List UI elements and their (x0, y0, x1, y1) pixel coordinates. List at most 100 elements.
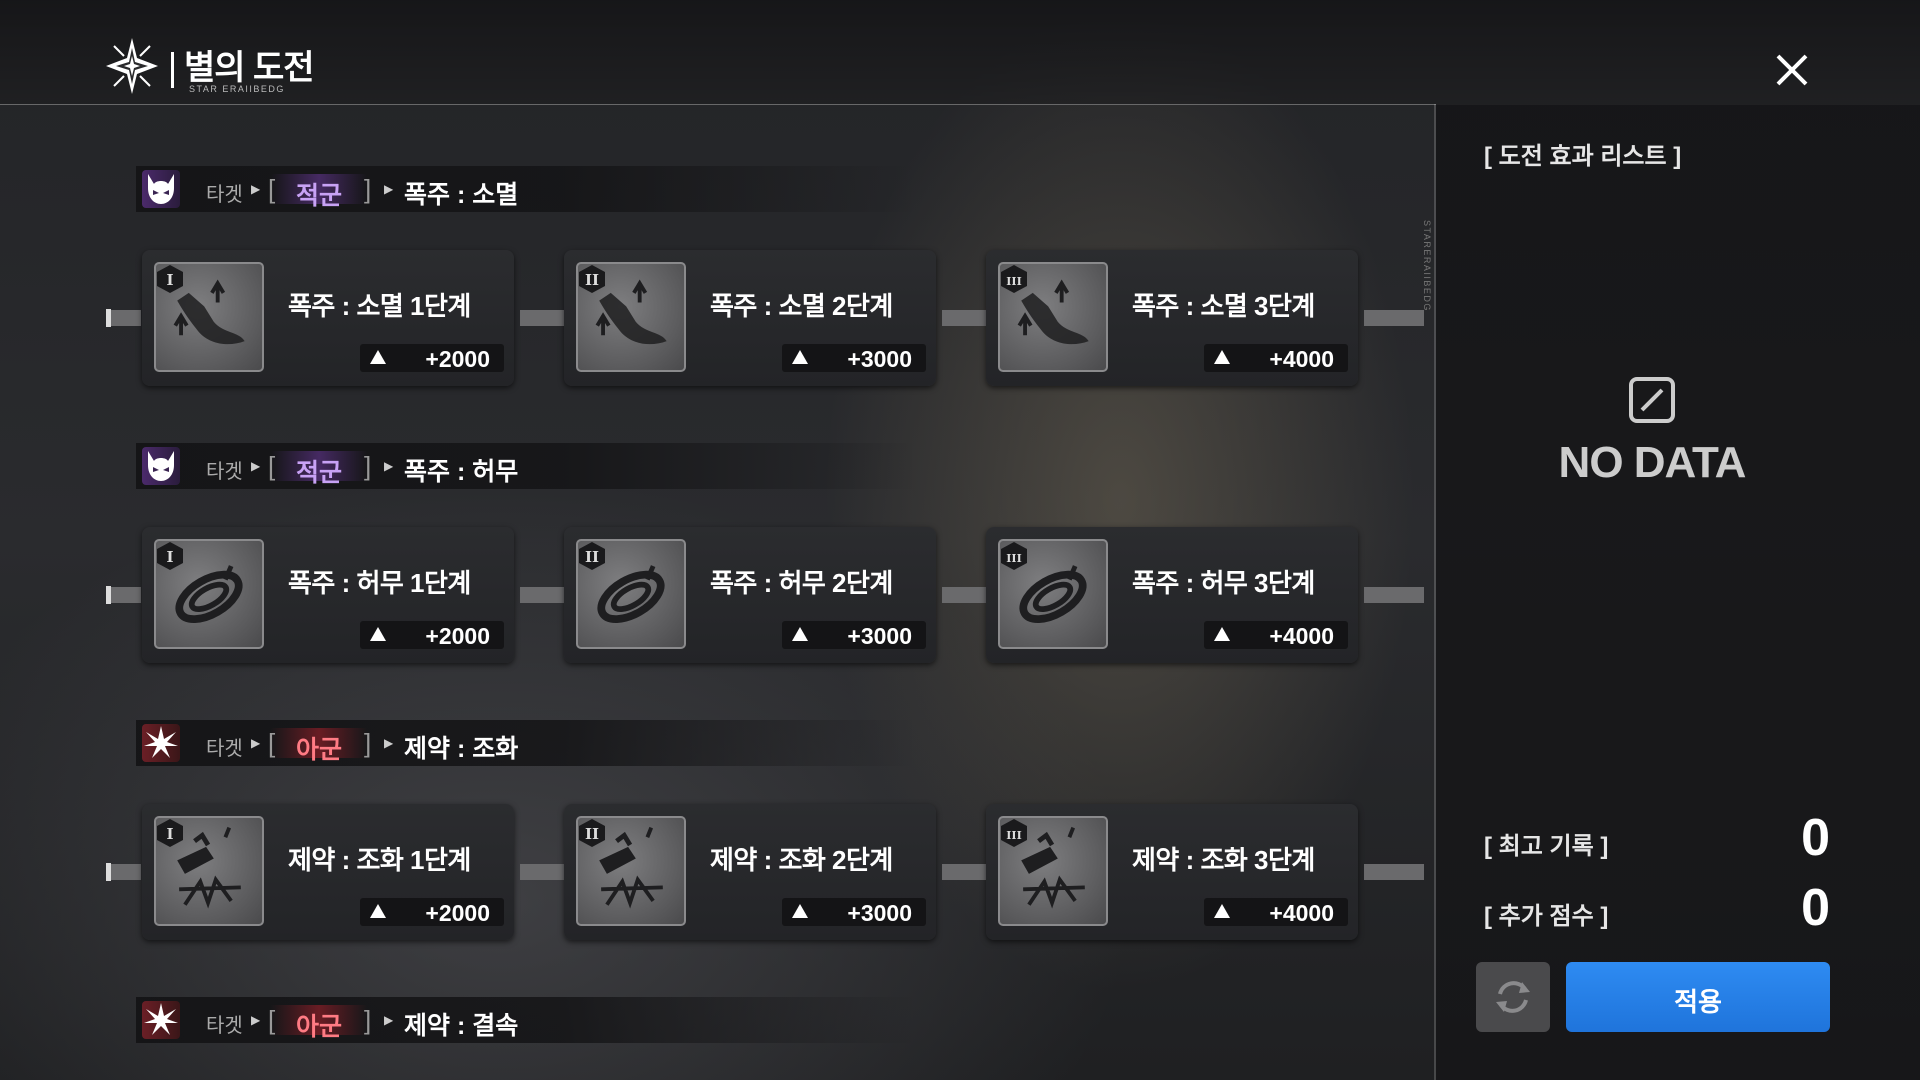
connector-cap (106, 586, 111, 604)
tier-badge-icon: I (157, 265, 183, 293)
empty-slash-icon (1629, 377, 1675, 423)
bracket-close: ] (364, 174, 372, 204)
score-value: +2000 (425, 900, 490, 926)
svg-text:II: II (585, 825, 599, 843)
score-value: +4000 (1269, 623, 1334, 649)
section-name: 제약 : 조화 (404, 735, 519, 763)
arrow-icon: ▶ (384, 182, 394, 196)
tier-connector-line (106, 309, 1424, 327)
effect-icon: II (576, 262, 686, 372)
score-badge: +3000 (782, 344, 926, 372)
score-value: +2000 (425, 346, 490, 372)
target-highlight (271, 1005, 367, 1035)
target-highlight (271, 451, 367, 481)
effect-list-title: [ 도전 효과 리스트 ] (1484, 143, 1682, 170)
effect-icon: II (576, 816, 686, 926)
star-emblem-icon (106, 38, 158, 94)
arrow-icon: ▶ (251, 459, 261, 473)
panel-divider (1434, 104, 1436, 1080)
svg-text:III: III (1006, 829, 1021, 842)
card-title: 폭주 : 허무 2단계 (710, 568, 893, 598)
demon-head-icon (148, 174, 174, 204)
section-header: 타겟▶[아군]▶제약 : 결속 (136, 997, 916, 1043)
score-badge: +4000 (1204, 621, 1348, 649)
apply-button-label: 적용 (1674, 987, 1722, 1017)
triangle-up-icon (792, 627, 808, 641)
score-badge: +2000 (360, 344, 504, 372)
arrow-icon: ▶ (251, 182, 261, 196)
section-header: 타겟▶[아군]▶제약 : 조화 (136, 720, 916, 766)
target-value: 적군 (296, 459, 343, 487)
triangle-up-icon (1214, 350, 1230, 364)
bonus-score-label: [ 추가 점수 ] (1484, 903, 1609, 930)
effect-icon: I (154, 262, 264, 372)
effect-list-panel (1436, 104, 1920, 1080)
section-header: 타겟▶[적군]▶폭주 : 허무 (136, 443, 916, 489)
tier-badge-icon: II (579, 542, 605, 570)
target-label: 타겟 (206, 1015, 243, 1037)
target-value: 아군 (296, 736, 343, 764)
bracket-open: [ (268, 1005, 276, 1035)
score-badge: +4000 (1204, 344, 1348, 372)
bracket-open: [ (268, 451, 276, 481)
tier-badge-icon: I (157, 542, 183, 570)
arrow-icon: ▶ (251, 1013, 261, 1027)
close-icon[interactable] (1772, 50, 1812, 90)
bracket-open: [ (268, 728, 276, 758)
score-value: +4000 (1269, 346, 1334, 372)
challenge-card[interactable]: I 폭주 : 허무 1단계 +2000 (142, 527, 514, 663)
effect-icon: III (998, 816, 1108, 926)
tier-badge-icon: II (579, 265, 605, 293)
arrow-icon: ▶ (384, 459, 394, 473)
score-value: +2000 (425, 623, 490, 649)
connector-cap (106, 863, 111, 881)
section-name: 제약 : 결속 (404, 1012, 519, 1040)
effect-icon: III (998, 539, 1108, 649)
refresh-button[interactable] (1476, 962, 1550, 1032)
challenge-card[interactable]: III 폭주 : 소멸 3단계 +4000 (986, 250, 1358, 386)
section-name: 폭주 : 허무 (404, 458, 519, 486)
triangle-up-icon (370, 904, 386, 918)
score-badge: +2000 (360, 621, 504, 649)
card-title: 폭주 : 허무 3단계 (1132, 568, 1315, 598)
score-badge: +3000 (782, 898, 926, 926)
card-title: 폭주 : 소멸 3단계 (1132, 291, 1315, 321)
effect-icon: III (998, 262, 1108, 372)
tier-connector-line (106, 863, 1424, 881)
score-badge: +2000 (360, 898, 504, 926)
svg-text:III: III (1006, 275, 1021, 288)
svg-text:I: I (166, 825, 173, 843)
page-title: 별의 도전 (184, 49, 315, 87)
bracket-close: ] (364, 451, 372, 481)
card-title: 폭주 : 허무 1단계 (288, 568, 471, 598)
effect-icon: I (154, 816, 264, 926)
tier-connector-line (106, 586, 1424, 604)
challenge-card[interactable]: III 폭주 : 허무 3단계 +4000 (986, 527, 1358, 663)
tier-badge-icon: III (1001, 542, 1027, 570)
effect-icon: I (154, 539, 264, 649)
apply-button[interactable]: 적용 (1566, 962, 1830, 1032)
target-label: 타겟 (206, 738, 243, 760)
bracket-close: ] (364, 728, 372, 758)
triangle-up-icon (370, 350, 386, 364)
refresh-icon (1496, 981, 1530, 1013)
arrow-icon: ▶ (384, 736, 394, 750)
tier-badge-icon: II (579, 819, 605, 847)
bracket-close: ] (364, 1005, 372, 1035)
score-badge: +4000 (1204, 898, 1348, 926)
logo-divider (171, 52, 174, 88)
score-value: +4000 (1269, 900, 1334, 926)
section-header: 타겟▶[적군]▶폭주 : 소멸 (136, 166, 916, 212)
target-type-badge (142, 724, 180, 762)
target-type-badge (142, 447, 180, 485)
best-record-label: [ 최고 기록 ] (1484, 833, 1609, 860)
connector-cap (106, 309, 111, 327)
tier-badge-icon: III (1001, 265, 1027, 293)
section-name: 폭주 : 소멸 (404, 181, 519, 209)
